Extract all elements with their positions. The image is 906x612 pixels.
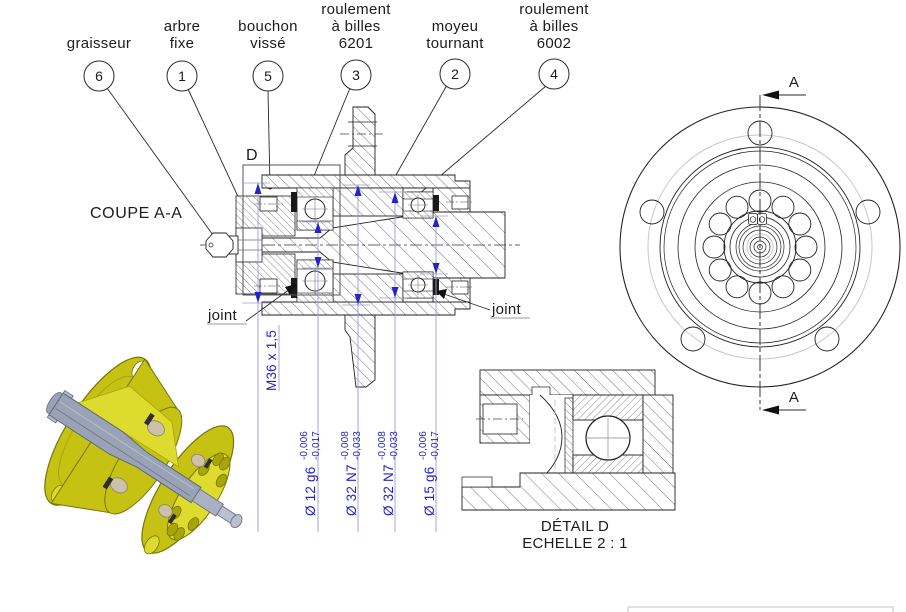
label-moyeu: moyeu	[432, 18, 479, 35]
dim-d32-right-tol-upper: -0,008	[377, 431, 388, 460]
dimension-texts: M36 x 1,5 Ø 12 g6 -0,006 -0,017 Ø 32 N7 …	[264, 330, 441, 516]
dim-d15-tol-upper: -0,006	[418, 431, 429, 460]
balloon-6: 6 graisseur	[67, 35, 131, 92]
balloon-callouts: 6 graisseur 1 arbre fixe 5 bouchon vissé…	[67, 1, 589, 245]
dim-m36: M36 x 1,5	[264, 330, 279, 391]
balloon-2: 2 moyeu tournant	[426, 18, 484, 90]
label-roulement-2: roulement	[519, 1, 589, 18]
dim-d32-right: Ø 32 N7	[381, 464, 396, 516]
label-tournant: tournant	[426, 35, 484, 52]
label-billes-2: à billes	[529, 18, 578, 35]
dim-d15-tol-lower: -0,017	[430, 431, 441, 460]
dim-d12-tol-lower: -0,017	[311, 431, 322, 460]
bearing-6201-top	[296, 187, 334, 231]
section-title: COUPE A-A	[90, 205, 183, 222]
section-arrow-bottom: A	[762, 389, 806, 415]
balloon-4: 4 roulement à billes 6002	[519, 1, 589, 90]
detail-view-title: DÉTAIL D	[541, 518, 609, 535]
section-arrow-bottom-label: A	[789, 389, 799, 406]
joint-right-label: joint	[491, 301, 522, 318]
balloon-5: 5 bouchon vissé	[238, 18, 298, 92]
bearing-6201-bottom	[296, 259, 334, 303]
dimension-arrows	[254, 183, 440, 305]
joint-right: joint	[436, 289, 530, 319]
label-graisseur: graisseur	[67, 35, 131, 52]
dim-d32-left-tol-lower: -0,033	[352, 431, 363, 460]
balloon-1-number: 1	[178, 68, 186, 84]
witness-ticks	[242, 182, 448, 306]
hub-housing	[261, 106, 471, 388]
dim-d32-left-tol-upper: -0,008	[340, 431, 351, 460]
joint-left: joint	[207, 284, 296, 325]
detail-d-view: DÉTAIL D ECHELLE 2 : 1	[461, 369, 676, 552]
dim-d32-left: Ø 32 N7	[344, 464, 359, 516]
bearing-6002-bottom	[402, 271, 434, 299]
bearing-6002-top	[402, 191, 434, 219]
iso-3d-view	[44, 356, 243, 555]
dim-d32-right-tol-lower: -0,033	[389, 431, 400, 460]
dim-d12: Ø 12 g6	[303, 467, 318, 516]
label-6201: 6201	[339, 35, 374, 52]
label-6002: 6002	[537, 35, 572, 52]
front-view: A A	[619, 74, 901, 415]
label-billes-1: à billes	[331, 18, 380, 35]
balloon-3: 3 roulement à billes 6201	[321, 1, 391, 91]
title-block-corner	[627, 606, 894, 612]
balloon-3-number: 3	[352, 67, 360, 83]
joint-left-label: joint	[207, 307, 238, 324]
detail-view-scale: ECHELLE 2 : 1	[522, 535, 628, 552]
label-fixe: fixe	[170, 35, 195, 52]
balloon-4-number: 4	[550, 66, 558, 82]
iso-shaft	[48, 392, 202, 504]
label-arbre: arbre	[164, 18, 201, 35]
dim-d12-tol-upper: -0,006	[299, 431, 310, 460]
label-bouchon: bouchon	[238, 18, 298, 35]
iso-cut-face	[75, 385, 180, 468]
section-arrow-top: A	[762, 74, 806, 100]
detail-d-box	[242, 164, 341, 296]
screw-centerlines	[254, 201, 474, 288]
label-roulement-1: roulement	[321, 1, 391, 18]
section-arrow-top-label: A	[789, 74, 799, 91]
balloon-6-number: 6	[95, 68, 103, 84]
balloon-1: 1 arbre fixe	[164, 18, 201, 92]
label-visse: vissé	[250, 35, 286, 52]
center-key-features	[748, 213, 767, 225]
grease-fitting	[205, 232, 239, 258]
detail-d-marker: D	[246, 147, 258, 164]
leader-lines	[106, 84, 547, 243]
balloon-2-number: 2	[451, 66, 459, 82]
screwed-plug	[235, 195, 296, 295]
balloon-5-number: 5	[264, 68, 272, 84]
section-view: COUPE A-A	[90, 106, 530, 388]
dim-d15: Ø 15 g6	[422, 467, 437, 516]
dimensions: M36 x 1,5 Ø 12 g6 -0,006 -0,017 Ø 32 N7 …	[242, 182, 448, 532]
